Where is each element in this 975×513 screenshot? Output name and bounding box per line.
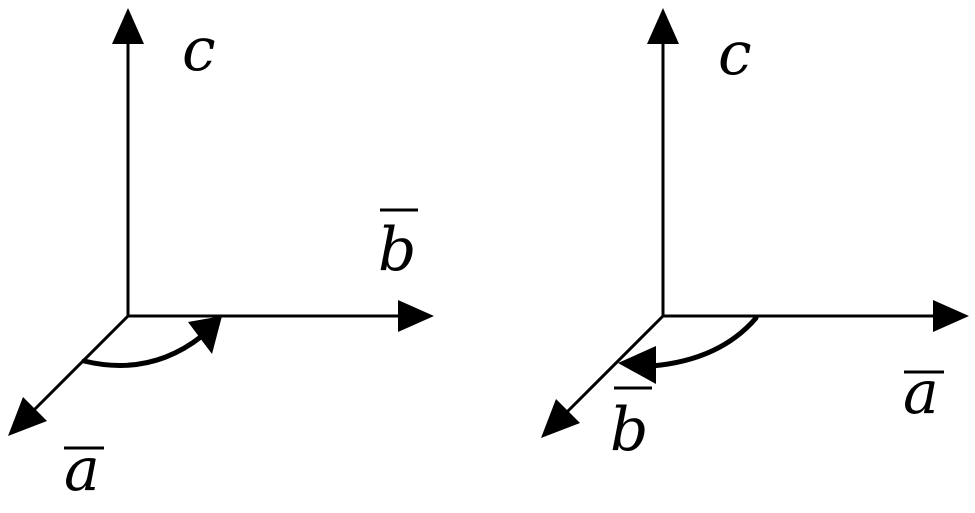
left-c-arrowhead (112, 8, 144, 44)
left-label-a: a (64, 435, 100, 505)
right-rotation-arc (649, 315, 759, 369)
left-a-arrowhead (8, 397, 47, 436)
left-label-b: b (378, 215, 416, 285)
left-rotation-arrowhead (188, 316, 222, 354)
left-label-c: c (182, 15, 216, 85)
right-rotation-arrowhead (618, 346, 656, 384)
left-frame: c b a (8, 8, 434, 505)
left-rotation-arc (81, 333, 205, 368)
right-c-arrowhead (647, 8, 679, 44)
right-b-arrowhead (541, 399, 580, 438)
right-label-c: c (718, 19, 752, 89)
right-label-a: a (903, 358, 939, 428)
right-label-b: b (610, 395, 648, 465)
right-a-arrowhead (933, 300, 969, 332)
left-a-axis (30, 314, 130, 414)
right-b-axis (564, 314, 665, 415)
left-b-arrowhead (398, 300, 434, 332)
right-frame: c a b (541, 8, 969, 465)
